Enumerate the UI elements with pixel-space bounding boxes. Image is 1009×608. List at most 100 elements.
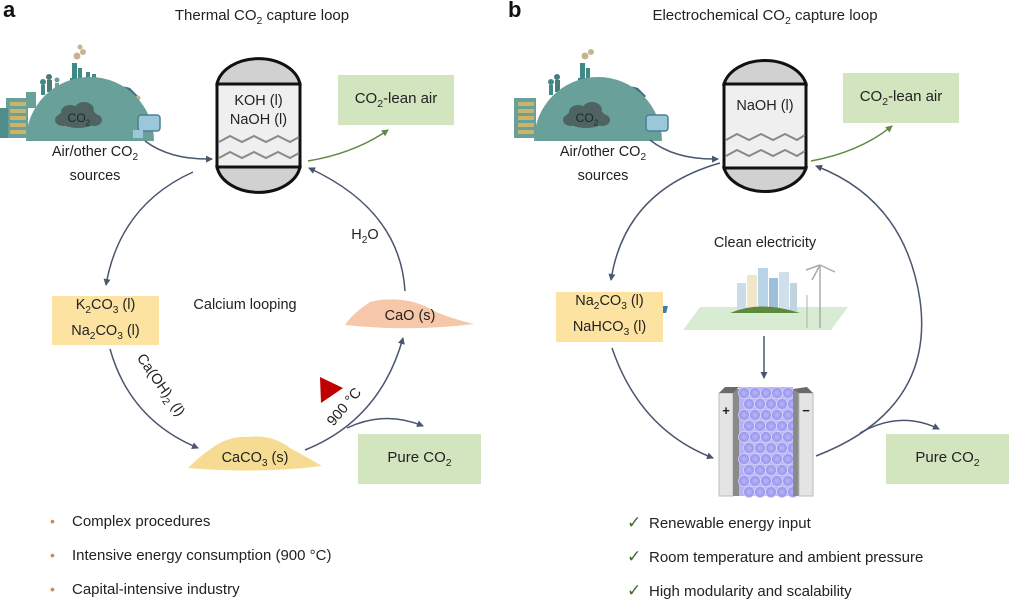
dot-icon: • bbox=[50, 581, 55, 597]
panel-b-title: Electrochemical CO2 capture loop bbox=[652, 7, 878, 27]
bubble bbox=[771, 387, 783, 399]
bubble bbox=[776, 398, 788, 410]
negative-electrode-label: − bbox=[802, 403, 810, 418]
bubble bbox=[765, 442, 777, 454]
co2-sources-illustration bbox=[0, 44, 161, 141]
lean-air-box-b: CO2-lean air bbox=[843, 73, 959, 123]
bubble bbox=[738, 453, 750, 465]
carbonate-box-b: Na2CO3 (l) NaHCO3 (l) bbox=[556, 292, 663, 342]
bubble bbox=[738, 409, 750, 421]
bubble bbox=[760, 475, 772, 487]
bubble bbox=[782, 453, 794, 465]
bubble bbox=[749, 453, 761, 465]
check-icon: ✓ bbox=[627, 547, 642, 566]
reactor-contents-b: NaOH (l) bbox=[736, 98, 794, 114]
arrow-cao-to-reactor-a bbox=[308, 167, 406, 292]
bubble bbox=[776, 486, 788, 498]
caco3-pile bbox=[188, 436, 322, 471]
list-item: •Intensive energy consumption (900 °C) bbox=[50, 546, 332, 564]
arrow-source-to-reactor-b bbox=[649, 139, 719, 163]
bubble bbox=[765, 420, 777, 432]
list-item: ✓Room temperature and ambient pressure bbox=[627, 547, 924, 566]
bubble bbox=[760, 431, 772, 443]
bubble bbox=[760, 453, 772, 465]
check-icon: ✓ bbox=[627, 581, 642, 600]
bubble bbox=[782, 387, 794, 399]
list-item: •Complex procedures bbox=[50, 512, 211, 530]
bubble bbox=[776, 464, 788, 476]
bubble bbox=[754, 486, 766, 498]
pure-co2-box-b: Pure CO2 bbox=[886, 434, 1009, 484]
bubble bbox=[749, 475, 761, 487]
bubble bbox=[754, 464, 766, 476]
buildings-icon bbox=[0, 92, 36, 138]
panel-a-title: Thermal CO2 capture loop bbox=[174, 7, 350, 27]
dot-icon: • bbox=[50, 513, 55, 529]
cloud-co2-label-a: CO2 bbox=[67, 111, 91, 128]
bubble bbox=[771, 453, 783, 465]
bubble bbox=[754, 398, 766, 410]
pure-co2-box-a: Pure CO2 bbox=[358, 434, 481, 484]
bubble bbox=[782, 431, 794, 443]
carbonate-line: NaHCO3 (l) bbox=[572, 319, 647, 338]
bubble bbox=[738, 475, 750, 487]
check-icon: ✓ bbox=[627, 513, 642, 532]
bubble bbox=[771, 431, 783, 443]
bubble bbox=[765, 398, 777, 410]
co2-sources-illustration-b bbox=[514, 49, 669, 141]
heat-triangle-icon bbox=[320, 377, 343, 403]
bubble bbox=[743, 486, 755, 498]
carbonate-line: Na2CO3 (l) bbox=[71, 322, 140, 342]
arrow-reactor-to-lean-air-b bbox=[810, 125, 893, 162]
bubble bbox=[776, 420, 788, 432]
carbonate-box-a: K2CO3 (l) Na2CO3 (l) bbox=[52, 296, 159, 345]
arrow-release-pure-co2-b bbox=[859, 419, 940, 434]
bubble bbox=[743, 442, 755, 454]
bubble bbox=[771, 409, 783, 421]
calcium-looping-label: Calcium looping bbox=[193, 297, 297, 313]
bubble bbox=[743, 420, 755, 432]
arrow-reactor-to-carbonate-a bbox=[103, 171, 194, 286]
drawbacks-list: •Complex procedures •Intensive energy co… bbox=[50, 504, 331, 606]
bubble bbox=[782, 475, 794, 487]
bubble bbox=[776, 442, 788, 454]
arrow-caco3-to-cao-a bbox=[304, 337, 405, 451]
bubble bbox=[771, 475, 783, 487]
arrow-carbonate-to-caco3-a bbox=[109, 348, 199, 449]
arrow-cell-to-reactor-b bbox=[815, 164, 923, 457]
panel-letter-a: a bbox=[3, 0, 16, 22]
electrochemical-cell bbox=[718, 387, 814, 498]
bubble bbox=[765, 464, 777, 476]
cao-label: CaO (s) bbox=[384, 308, 436, 324]
bubble bbox=[749, 431, 761, 443]
bubble bbox=[738, 431, 750, 443]
advantages-list: ✓Renewable energy input ✓Room temperatur… bbox=[627, 506, 923, 608]
absorber-reactor-b bbox=[721, 59, 809, 193]
cloud-co2-label-b: CO2 bbox=[575, 111, 599, 128]
bubble bbox=[754, 442, 766, 454]
reactor-contents-a: KOH (l)NaOH (l) bbox=[229, 93, 288, 128]
lean-air-box-a: CO2-lean air bbox=[338, 75, 454, 125]
bubble bbox=[743, 398, 755, 410]
caco3-label: CaCO3 (s) bbox=[221, 450, 289, 469]
list-item: •Capital-intensive industry bbox=[50, 580, 240, 598]
bubble bbox=[754, 420, 766, 432]
water-label: H2O bbox=[351, 227, 379, 246]
dot-icon: • bbox=[50, 547, 55, 563]
arrow-carbonate-to-cell-b bbox=[611, 347, 714, 460]
carbonate-line: K2CO3 (l) bbox=[75, 296, 136, 316]
absorber-reactor-a bbox=[215, 57, 302, 194]
list-item: ✓Renewable energy input bbox=[627, 513, 811, 532]
arrow-reactor-to-lean-air-a bbox=[307, 129, 389, 162]
cao-pile bbox=[345, 299, 474, 329]
bubble bbox=[749, 409, 761, 421]
arrow-reactor-to-carbonate-b bbox=[608, 162, 721, 281]
bubble bbox=[760, 409, 772, 421]
panel-letter-b: b bbox=[508, 0, 522, 22]
bubble bbox=[749, 387, 761, 399]
bubble bbox=[760, 387, 772, 399]
co2-cloud-icon bbox=[55, 102, 102, 128]
positive-electrode-label: + bbox=[722, 403, 730, 418]
